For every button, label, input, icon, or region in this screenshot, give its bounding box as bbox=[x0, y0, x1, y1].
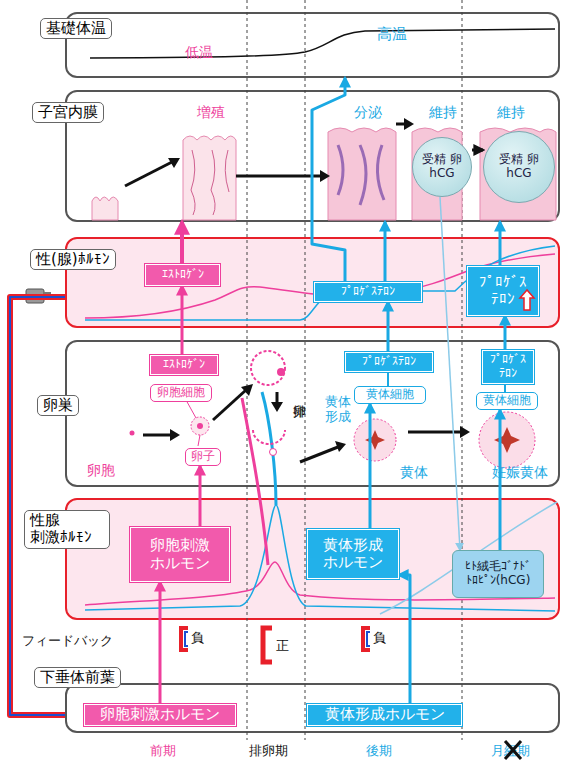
box-text: ﾋﾄ絨毛ｺﾞﾅﾄﾞ ﾄﾛﾋﾟﾝ(hCG) bbox=[456, 560, 540, 588]
hormone-box: ﾌﾟﾛｹﾞｽ ﾃﾛﾝ bbox=[482, 350, 534, 384]
phase-label: 後期 bbox=[366, 742, 392, 760]
phase-label: 月経期 bbox=[491, 742, 530, 760]
feedback-bracket bbox=[263, 628, 272, 662]
box-text: ﾌﾟﾛｹﾞｽ ﾃﾛﾝ bbox=[486, 353, 530, 381]
feedback-bracket bbox=[181, 628, 370, 662]
hormone-box: 卵胞刺激 ホルモン bbox=[130, 527, 230, 582]
hormone-box: 黄体形成 ホルモン bbox=[307, 529, 399, 579]
section-heading: 子宮内膜 bbox=[32, 102, 104, 123]
embryo-circle: 受精 卵 hCG bbox=[483, 131, 555, 203]
cell-label: 卵胞細胞 bbox=[150, 384, 212, 402]
feedback-label: フィードバック bbox=[22, 632, 113, 650]
box-text: 卵胞刺激 ホルモン bbox=[134, 537, 226, 572]
box-text: 受精 卵 hCG bbox=[416, 153, 468, 181]
section-text: 維持 bbox=[429, 104, 457, 120]
section-text: 維持 bbox=[497, 104, 525, 120]
phase-label: 排卵期 bbox=[249, 742, 288, 760]
box-text: ﾌﾟﾛｹﾞｽ ﾃﾛﾝ bbox=[471, 274, 535, 309]
chart-band: 下垂体前葉卵胞刺激ホルモン黄体形成ホルモン bbox=[65, 683, 560, 733]
chart-band: 性腺 刺激ﾎﾙﾓﾝ卵胞刺激 ホルモン黄体形成 ホルモンﾋﾄ絨毛ｺﾞﾅﾄﾞ ﾄﾛﾋ… bbox=[65, 498, 560, 620]
box-text: 卵胞刺激ホルモン bbox=[100, 706, 220, 723]
sensor-icon bbox=[44, 292, 51, 300]
feedback-bracket bbox=[185, 632, 188, 646]
section-heading: 卵巣 bbox=[37, 395, 79, 416]
connector-line bbox=[10, 297, 65, 715]
box-text: 黄体形成 ホルモン bbox=[311, 537, 395, 572]
sensor-icon bbox=[26, 289, 51, 303]
hormone-box: ﾌﾟﾛｹﾞｽﾃﾛﾝ bbox=[345, 352, 433, 372]
connector-arrow bbox=[10, 297, 65, 715]
chart-band: 性(腺)ﾎﾙﾓﾝｴｽﾄﾛｹﾞﾝﾌﾟﾛｹﾞｽﾃﾛﾝﾌﾟﾛｹﾞｽ ﾃﾛﾝ bbox=[65, 237, 560, 328]
box-text: 黄体細胞 bbox=[366, 388, 414, 402]
section-text: 黄体 形成 bbox=[325, 395, 355, 425]
box-text: 卵子 bbox=[191, 450, 215, 464]
sensor-icon bbox=[26, 289, 44, 303]
box-text: 卵胞細胞 bbox=[157, 386, 205, 400]
hormone-box: ｴｽﾄﾛｹﾞﾝ bbox=[145, 264, 220, 286]
feedback-bracket bbox=[181, 628, 188, 650]
feedback-bracket bbox=[367, 632, 370, 646]
section-heading: 性腺 刺激ﾎﾙﾓﾝ bbox=[24, 510, 110, 549]
box-text: 受精 卵 hCG bbox=[487, 153, 551, 181]
phase-label: 前期 bbox=[150, 742, 176, 760]
section-text: 高温 bbox=[377, 26, 407, 43]
section-heading: 下垂体前葉 bbox=[34, 667, 121, 688]
chart-band: 子宮内膜増殖分泌維持維持受精 卵 hCG受精 卵 hCG bbox=[65, 90, 560, 222]
box-text: 黄体形成ホルモン bbox=[325, 706, 445, 723]
hormone-box: ﾋﾄ絨毛ｺﾞﾅﾄﾞ ﾄﾛﾋﾟﾝ(hCG) bbox=[452, 550, 544, 598]
box-text: ｴｽﾄﾛｹﾞﾝ bbox=[163, 358, 205, 372]
section-text: 卵胞 bbox=[87, 462, 115, 478]
hormone-box: 卵胞刺激ホルモン bbox=[84, 704, 236, 726]
hormone-box: ﾌﾟﾛｹﾞｽ ﾃﾛﾝ bbox=[467, 266, 539, 316]
hormone-box: ｴｽﾄﾛｹﾞﾝ bbox=[150, 355, 218, 375]
section-text: 増殖 bbox=[197, 104, 225, 120]
section-text: 低温 bbox=[185, 44, 213, 60]
section-text: 黄体 bbox=[400, 464, 428, 480]
feedback-sign: 負 bbox=[191, 629, 204, 647]
cell-label: 黄体細胞 bbox=[476, 392, 538, 410]
hormone-box: ﾌﾟﾛｹﾞｽﾃﾛﾝ bbox=[314, 282, 422, 302]
section-heading: 基礎体温 bbox=[40, 18, 112, 39]
section-text: 妊娠黄体 bbox=[492, 464, 548, 480]
feedback-bracket bbox=[363, 628, 370, 650]
connector-line bbox=[10, 297, 65, 715]
embryo-circle: 受精 卵 hCG bbox=[412, 137, 472, 197]
section-text: 分泌 bbox=[354, 104, 382, 120]
feedback-sign: 負 bbox=[373, 629, 386, 647]
hormone-box: 黄体形成ホルモン bbox=[307, 704, 462, 726]
chart-band: 卵巣卵胞排卵黄体 形成黄体妊娠黄体ｴｽﾄﾛｹﾞﾝ卵胞細胞卵子ﾌﾟﾛｹﾞｽﾃﾛﾝ黄… bbox=[65, 340, 560, 487]
cell-label: 卵子 bbox=[185, 448, 221, 466]
feedback-sign: 正 bbox=[276, 637, 289, 655]
section-heading: 性(腺)ﾎﾙﾓﾝ bbox=[30, 249, 116, 270]
chart-band: 基礎体温低温高温 bbox=[65, 12, 560, 78]
box-text: 黄体細胞 bbox=[483, 394, 531, 408]
box-text: ﾌﾟﾛｹﾞｽﾃﾛﾝ bbox=[362, 355, 416, 369]
cell-label: 黄体細胞 bbox=[354, 386, 426, 404]
box-text: ﾌﾟﾛｹﾞｽﾃﾛﾝ bbox=[341, 285, 395, 299]
box-text: ｴｽﾄﾛｹﾞﾝ bbox=[162, 268, 204, 282]
